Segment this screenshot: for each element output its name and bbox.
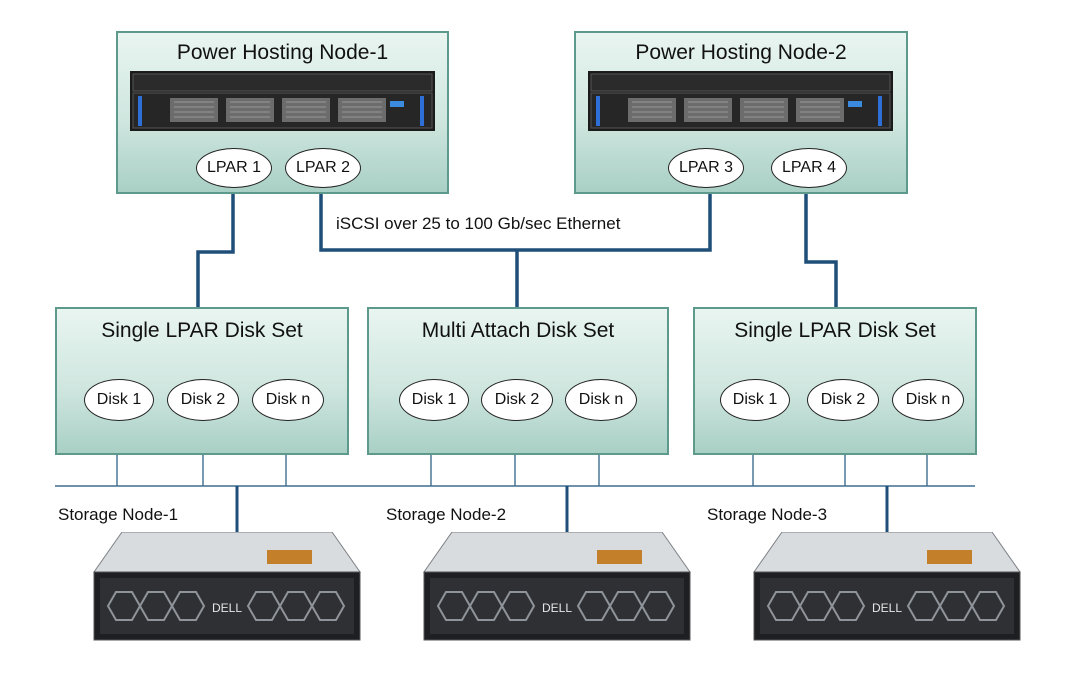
lpar-4: LPAR 4: [771, 148, 847, 188]
disk-2: Disk 2: [167, 379, 239, 421]
storage-server-icon: DELL: [753, 532, 1021, 641]
disk-1: Disk 1: [720, 379, 790, 421]
disk-n: Disk n: [252, 379, 324, 421]
disk-2: Disk 2: [481, 379, 553, 421]
disk-set-3: Single LPAR Disk Set Disk 1 Disk 2 Disk …: [693, 307, 977, 455]
disk-set-2: Multi Attach Disk Set Disk 1 Disk 2 Disk…: [367, 307, 669, 455]
host-title: Power Hosting Node-2: [635, 41, 847, 64]
power-hosting-node-2: Power Hosting Node-2 LPAR 3 LPAR 4: [574, 31, 908, 194]
rack-server-icon: [130, 71, 435, 131]
disk-1: Disk 1: [399, 379, 469, 421]
lpar-2: LPAR 2: [285, 148, 361, 188]
storage-server-icon: DELL: [93, 532, 361, 641]
storage-node-3-label: Storage Node-3: [707, 505, 828, 524]
network-label: iSCSI over 25 to 100 Gb/sec Ethernet: [336, 214, 621, 233]
disk-set-1: Single LPAR Disk Set Disk 1 Disk 2 Disk …: [55, 307, 349, 455]
lpar-3: LPAR 3: [668, 148, 744, 188]
lpar-1: LPAR 1: [196, 148, 272, 188]
disk-set-title: Multi Attach Disk Set: [421, 319, 615, 342]
storage-server-icon: DELL: [423, 532, 691, 641]
disk-1: Disk 1: [84, 379, 154, 421]
disk-n: Disk n: [565, 379, 637, 421]
host-title: Power Hosting Node-1: [176, 41, 389, 64]
disk-n: Disk n: [892, 379, 964, 421]
lpar1-link: [196, 185, 235, 312]
disk-2: Disk 2: [807, 379, 879, 421]
disk-set-title: Single LPAR Disk Set: [101, 319, 303, 342]
rack-server-icon: [588, 71, 893, 131]
brand-logo: DELL: [212, 601, 242, 615]
brand-logo: DELL: [872, 601, 902, 615]
brand-logo: DELL: [542, 601, 572, 615]
storage-node-1-label: Storage Node-1: [58, 505, 179, 524]
storage-node-2-label: Storage Node-2: [386, 505, 507, 524]
disk-set-title: Single LPAR Disk Set: [734, 319, 936, 342]
power-hosting-node-1: Power Hosting Node-1 LPAR 1 LPAR 2: [116, 31, 449, 194]
lpar4-link: [804, 185, 838, 312]
